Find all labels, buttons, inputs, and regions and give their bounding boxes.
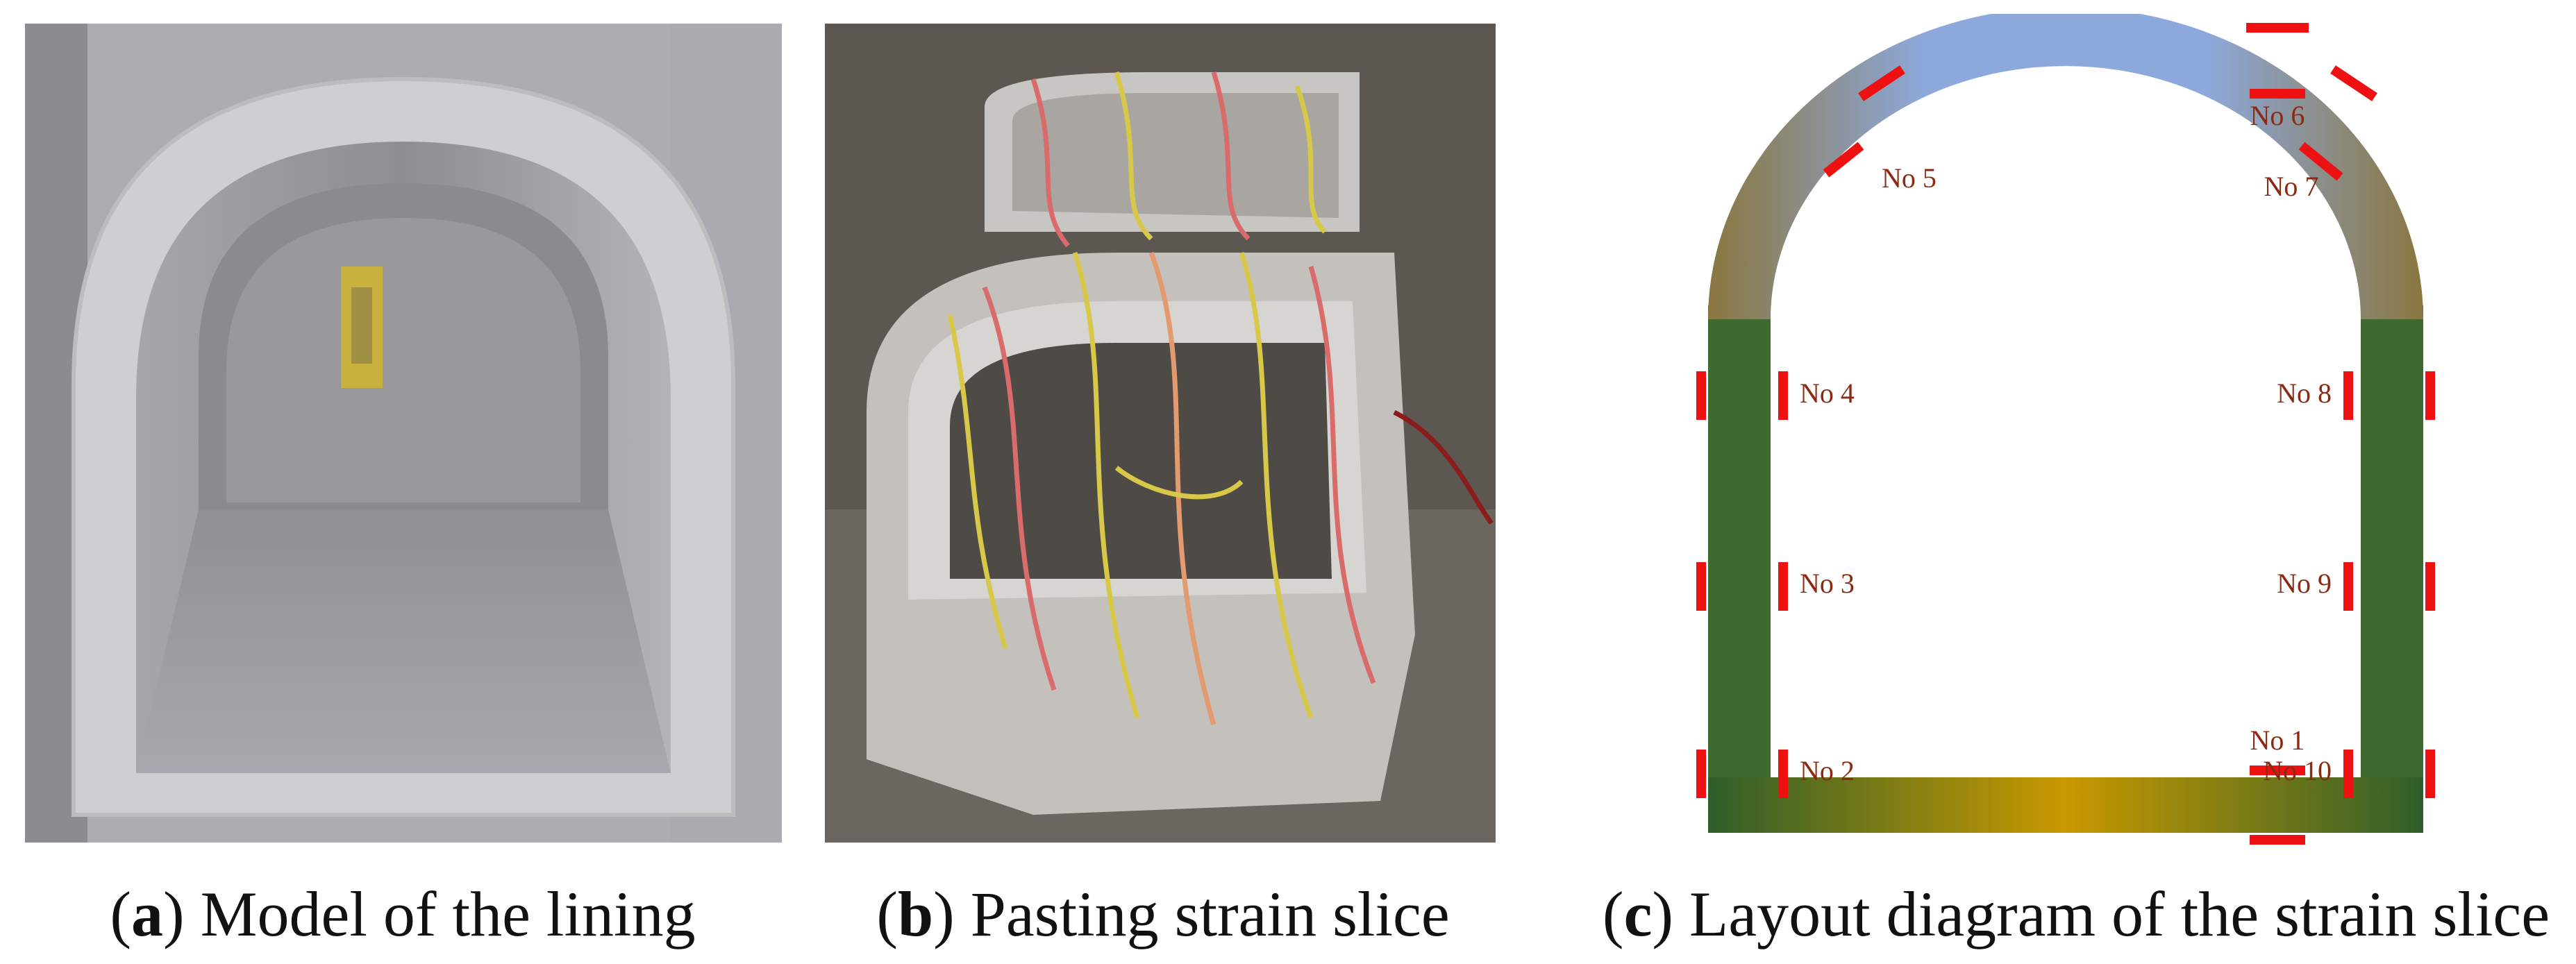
arch-crown	[1708, 7, 2423, 319]
photo-pasting-strain-slice	[825, 24, 1496, 843]
lining-model-illustration	[25, 24, 782, 843]
gauge-label-5: No 5	[1882, 162, 1937, 194]
caption-a-letter: a	[131, 879, 164, 949]
gauge-label-2: No 2	[1800, 755, 1855, 786]
gauge-label-7: No 7	[2264, 171, 2319, 202]
gauge-label-8: No 8	[2277, 378, 2332, 409]
strain-slice-illustration	[825, 24, 1496, 843]
caption-b-letter: b	[897, 879, 934, 949]
invert-floor	[1708, 777, 2423, 833]
gauge-marker-7-1	[2298, 142, 2343, 181]
caption-b-text: ) Pasting strain slice	[933, 879, 1450, 949]
gauge-marker-7-2	[2330, 65, 2377, 101]
gauge-label-1: No 1	[2250, 725, 2305, 756]
photo-lining-model	[25, 24, 782, 843]
gauge-label-9: No 9	[2277, 568, 2332, 599]
left-wall	[1708, 305, 1771, 812]
caption-c-letter: c	[1623, 879, 1653, 949]
gauge-label-3: No 3	[1800, 568, 1855, 599]
caption-c-text: ) Layout diagram of the strain slice	[1652, 879, 2550, 949]
gauge-marker-5-2	[1858, 65, 1905, 101]
gauge-label-6: No 6	[2250, 100, 2305, 131]
gauge-label-10: No 10	[2263, 755, 2332, 786]
layout-diagram: No 1 No 2 No 3 No 4 No 5 No 6 No 7 No 8 No 9 No 1…	[1680, 7, 2451, 861]
caption-a-text: ) Model of the lining	[163, 879, 696, 949]
caption-a: (a) Model of the lining	[110, 879, 696, 949]
gauge-marker-5-1	[1823, 142, 1864, 178]
caption-c: (c) Layout diagram of the strain slice	[1602, 879, 2550, 949]
gauge-label-4: No 4	[1800, 378, 1855, 409]
caption-b: (b) Pasting strain slice	[876, 879, 1450, 949]
right-wall	[2361, 305, 2423, 812]
strain-slice-layout-svg: No 1 No 2 No 3 No 4 No 5 No 6 No 7 No 8 No 9 No 1…	[1696, 7, 2435, 845]
